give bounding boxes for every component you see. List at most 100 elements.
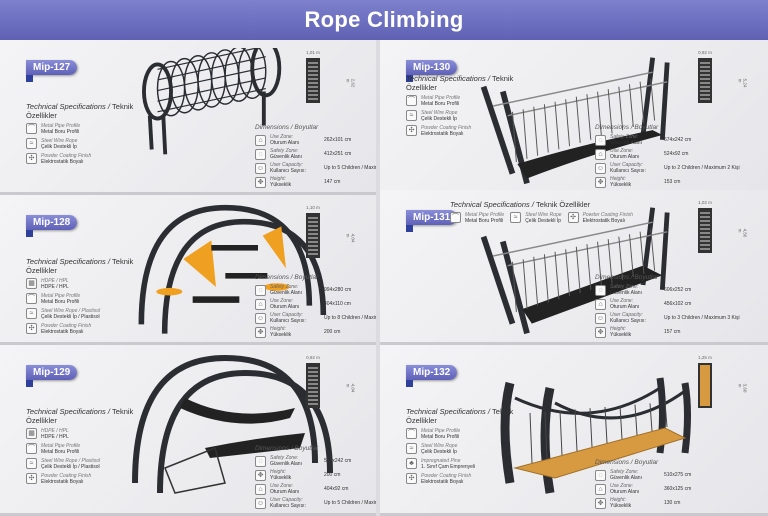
- dimension-value: 153 cm: [664, 179, 681, 185]
- dimension-value: Up to 5 Children / Maximum 5 Kişi: [324, 165, 376, 171]
- dimensions-heading: Dimensions / Boyutlar: [255, 274, 319, 281]
- pipe-icon: ⌒: [406, 95, 417, 106]
- page-title: Rope Climbing: [304, 7, 464, 32]
- dimension-label: Safety Zone:Güvenlik Alanı: [270, 455, 320, 467]
- dimension-label-tr: Yükseklik: [610, 332, 632, 338]
- dimension-label-tr: Kullanıcı Sayısı:: [270, 168, 306, 174]
- spec-heading-en: Technical Specifications /: [450, 200, 534, 209]
- spec-heading: Technical Specifications / Teknik Özelli…: [406, 407, 526, 425]
- technical-specifications: Technical Specifications / Teknik Özelli…: [26, 102, 146, 165]
- height-icon: ✥: [255, 176, 266, 188]
- spec-heading-tr: Teknik Özellikler: [406, 407, 514, 425]
- spec-en: Metal Pipe Profile: [465, 212, 505, 218]
- dimension-value: 200 cm: [324, 329, 341, 335]
- dimension-value: 200 cm: [324, 472, 341, 478]
- dimension-label-en: Use Zone:: [270, 298, 294, 304]
- dimension-label: User Capacity:Kullanıcı Sayısı:: [270, 312, 320, 324]
- dimension-label-en: User Capacity:: [610, 312, 643, 318]
- rope-icon: ≈: [26, 458, 37, 469]
- dimension-row: ☺User Capacity:Kullanıcı Sayısı:Up to 5 …: [255, 162, 376, 174]
- dimension-value: 674x242 cm: [664, 137, 692, 143]
- product-code-badge: Mip-127: [26, 60, 78, 82]
- dimensions: Dimensions / Boyutlar◌Safety Zone:Güvenl…: [255, 444, 376, 509]
- dimension-label-tr: Yükseklik: [270, 182, 292, 188]
- pipe-icon: ⌒: [450, 212, 461, 223]
- spec-tr: Metal Boru Profili: [421, 434, 460, 440]
- plan-length-label: 4,56 m: [737, 228, 748, 238]
- spec-en: Steel Wire Rope: [421, 110, 458, 116]
- spec-en: Powder Coating Finish: [421, 125, 472, 131]
- dimension-label-tr: Yükseklik: [270, 475, 292, 481]
- dimension-label: Use Zone:Oturum Alanı: [610, 298, 660, 310]
- spec-tr: HDPE / HPL: [41, 434, 69, 440]
- spec-en: Steel Wire Rope / Plastisol: [41, 458, 101, 464]
- dimension-value: 524x92 cm: [664, 151, 689, 157]
- spec-tr: Çelik Destekli İp: [421, 116, 457, 122]
- plan-length-label: 3,60 m: [737, 383, 748, 393]
- plan-diagram: [698, 58, 712, 103]
- spec-heading-en: Technical Specifications /: [406, 74, 490, 83]
- dimension-label-en: Use Zone:: [610, 148, 634, 154]
- paint-icon: ✣: [567, 212, 579, 223]
- dimension-value: Up to 5 Children / Maximum 5 Kişi: [324, 500, 376, 506]
- dimension-value: 456x102 cm: [664, 301, 692, 307]
- spec-en: Metal Pipe Profile: [41, 123, 81, 129]
- dimension-value: 510x275 cm: [664, 472, 692, 478]
- height-icon: ✥: [255, 326, 266, 338]
- pipe-icon: ⌒: [26, 293, 37, 304]
- dimensions-heading: Dimensions / Boyutlar: [255, 445, 319, 452]
- dimension-value: 412x251 cm: [324, 151, 352, 157]
- pine-icon: ♣: [406, 458, 417, 469]
- dimension-label-en: Height:: [270, 326, 286, 332]
- spec-heading: Technical Specifications / Teknik Özelli…: [26, 257, 146, 275]
- dimension-value: 130 cm: [664, 500, 681, 506]
- safety-zone-icon: ◌: [255, 148, 266, 160]
- dimension-label-tr: Kullanıcı Sayısı:: [270, 318, 306, 324]
- dimension-label-tr: Güvenlik Alanı: [610, 140, 642, 146]
- user-capacity-icon: ☺: [255, 162, 266, 174]
- height-icon: ✥: [595, 326, 606, 338]
- paint-icon: ✣: [26, 153, 37, 164]
- product-illustration: [138, 204, 327, 334]
- dimensions: Dimensions / Boyutlar◌Safety Zone:Güvenl…: [595, 458, 691, 509]
- product-illustration: [480, 57, 670, 185]
- plan-diagram: [306, 363, 320, 408]
- dimensions-heading: Dimensions / Boyutlar: [595, 274, 659, 281]
- spec-tr: Metal Boru Profili: [41, 449, 80, 455]
- spec-en: Impregnated Pine: [421, 458, 461, 464]
- dimension-label: Safety Zone:Güvenlik Alanı: [270, 148, 320, 160]
- plan-width-label: 0,92 m: [698, 50, 712, 55]
- spec-tr: HDPE / HPL: [41, 284, 69, 290]
- user-capacity-icon: ☺: [595, 162, 606, 174]
- dimension-label-tr: Oturum Alanı: [610, 154, 640, 160]
- product-code-badge: Mip-130: [406, 60, 458, 82]
- dimension-label-en: Use Zone:: [270, 483, 294, 489]
- dimension-row: ☺User Capacity:Kullanıcı Sayısı:Up to 3 …: [595, 312, 740, 324]
- plan-length-label: 4,04 m: [345, 233, 356, 243]
- plan-diagram: [306, 58, 320, 103]
- dimension-label-en: Safety Zone:: [270, 455, 299, 461]
